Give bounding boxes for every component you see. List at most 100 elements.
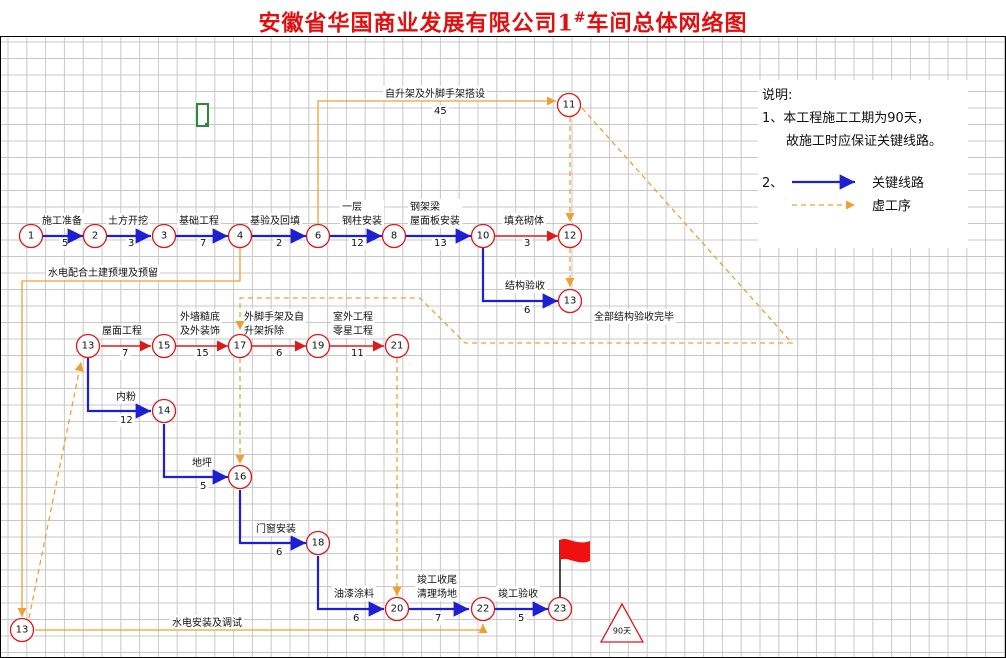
node-21: 21: [384, 333, 410, 359]
svg-text:1: 1: [28, 231, 34, 242]
node-8: 8: [381, 223, 407, 249]
activity-duration: 6: [524, 305, 530, 316]
activity-duration: 3: [128, 238, 134, 249]
node-16: 16: [227, 464, 253, 490]
svg-text:20: 20: [391, 604, 404, 615]
network-diagram: 施工准备 5 土方开挖 3 基础工程 7 基验及回填 2 一层钢柱安装 12 钢…: [0, 36, 1006, 658]
node-13-structure: 13: [557, 288, 583, 314]
activity-name: 施工准备: [42, 214, 82, 227]
edge-structure-done: [235, 107, 794, 344]
node-17: 17: [227, 333, 253, 359]
activity-duration: 12: [120, 415, 133, 426]
activity-name: 水电配合土建预埋及预留: [48, 266, 158, 279]
svg-text:13: 13: [564, 296, 577, 307]
svg-text:16: 16: [234, 472, 247, 483]
node-22: 22: [470, 596, 496, 622]
node-10: 10: [470, 223, 496, 249]
milestone-label: 90天: [613, 627, 631, 636]
activity-duration: 2: [276, 238, 282, 249]
svg-text:21: 21: [391, 341, 404, 352]
activity-name: 自升架及外脚手架搭设: [385, 87, 485, 100]
node-3: 3: [151, 223, 177, 249]
edge-13-13: [28, 361, 84, 619]
activity-name: 油漆涂料: [334, 587, 374, 600]
edge-13-14: [86, 358, 151, 419]
node-14: 14: [151, 398, 177, 424]
svg-text:10: 10: [477, 231, 490, 242]
svg-text:17: 17: [234, 341, 247, 352]
activity-duration: 5: [518, 613, 524, 624]
legend-number-2: 2、: [762, 176, 783, 191]
legend-note-line1: 1、本工程施工工期为90天，: [762, 111, 930, 126]
legend-note-line2: 故施工时应保证关键线路。: [786, 133, 942, 149]
milestone-triangle: 90天: [599, 602, 645, 643]
activity-duration: 13: [434, 238, 447, 249]
activity-name: 一层钢柱安装: [342, 201, 382, 227]
edge-13-22: [35, 624, 488, 634]
activity-name: 外墙糙底及外装饰: [180, 310, 220, 337]
edge-18-20: [316, 556, 384, 617]
svg-text:13: 13: [16, 625, 29, 636]
activity-duration: 6: [276, 547, 282, 558]
activity-name: 屋面工程: [102, 325, 142, 337]
svg-text:6: 6: [315, 231, 321, 242]
svg-text:23: 23: [554, 604, 567, 615]
legend: 说明: 1、本工程施工工期为90天， 故施工时应保证关键线路。 2、 关键线路 …: [758, 80, 968, 248]
legend-critical-label: 关键线路: [872, 175, 924, 191]
node-layer: 1 2 3 4 6 8 10 11 12 13 13 13 14 15 16 1…: [9, 92, 583, 643]
activity-name: 基验及回填: [250, 214, 300, 227]
node-12: 12: [557, 223, 583, 249]
node-1: 1: [18, 223, 44, 249]
node-23: 23: [547, 596, 573, 622]
activity-name: 内粉: [116, 390, 136, 403]
activity-name: 结构验收: [505, 279, 545, 292]
activity-duration: 15: [196, 348, 209, 359]
activity-duration: 3: [524, 238, 530, 249]
page-title: 安徽省华国商业发展有限公司1#车间总体网络图: [258, 10, 748, 37]
edge-4-13: [17, 248, 241, 617]
node-13-utilities: 13: [9, 617, 35, 643]
edge-layer: [17, 96, 794, 634]
activity-name: 竣工验收: [498, 587, 538, 600]
activity-duration: 12: [351, 238, 364, 249]
svg-text:3: 3: [161, 231, 167, 242]
node-11: 11: [556, 92, 582, 118]
node-4: 4: [227, 223, 253, 249]
activity-duration: 5: [62, 238, 68, 249]
activity-name: 外脚手架及自升架拆除: [244, 310, 304, 337]
activity-name: 地坪: [192, 456, 212, 469]
activity-duration: 6: [353, 613, 359, 624]
svg-text:8: 8: [391, 231, 397, 242]
node-20: 20: [384, 596, 410, 622]
svg-text:2: 2: [92, 231, 98, 242]
svg-text:11: 11: [563, 100, 576, 111]
structure-done-label: 全部结构验收完毕: [594, 310, 674, 323]
activity-duration: 7: [200, 238, 206, 249]
activity-name: 室外工程零星工程: [333, 310, 373, 337]
svg-text:15: 15: [158, 341, 171, 352]
activity-duration: 6: [276, 348, 282, 359]
node-6: 6: [305, 223, 331, 249]
svg-text:4: 4: [237, 231, 243, 242]
svg-text:22: 22: [477, 604, 490, 615]
label-layer: 施工准备 5 土方开挖 3 基础工程 7 基验及回填 2 一层钢柱安装 12 钢…: [42, 87, 674, 629]
node-18: 18: [305, 530, 331, 556]
svg-text:19: 19: [312, 341, 325, 352]
activity-duration: 11: [351, 348, 364, 359]
activity-duration: 7: [435, 613, 441, 624]
activity-name: 门窗安装: [256, 522, 296, 535]
node-2: 2: [82, 223, 108, 249]
label-backdrops: [40, 86, 676, 630]
svg-text:12: 12: [564, 231, 577, 242]
activity-duration: 5: [200, 481, 206, 492]
legend-heading: 说明:: [762, 88, 792, 103]
node-15: 15: [151, 333, 177, 359]
activity-name: 基础工程: [179, 214, 219, 227]
cell-cursor-icon: [196, 103, 209, 127]
activity-name: 填充砌体: [504, 214, 544, 227]
node-13-interior: 13: [75, 333, 101, 359]
finish-flag-icon: [559, 539, 590, 597]
activity-name: 水电安装及调试: [172, 616, 242, 629]
svg-text:18: 18: [312, 538, 325, 549]
node-19: 19: [305, 333, 331, 359]
